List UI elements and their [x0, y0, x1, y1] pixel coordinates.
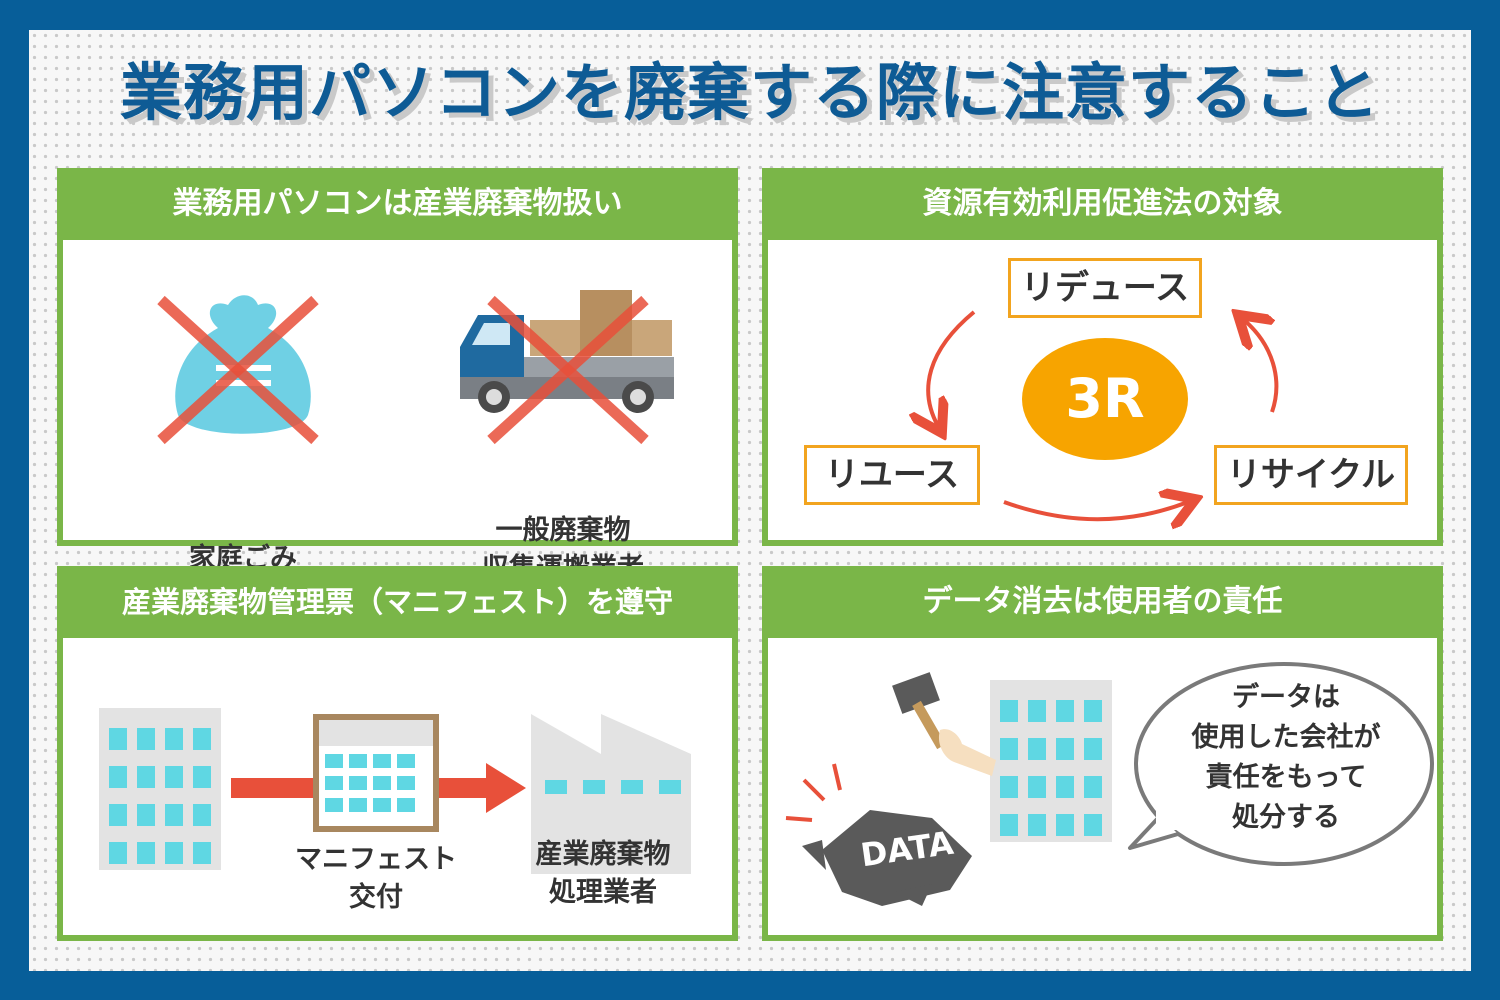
- panel-body: マニフェスト 交付 産業廃棄物 処理業者: [63, 638, 732, 935]
- page-title: 業務用パソコンを廃棄する際に注意すること: [119, 56, 1380, 129]
- bubble-line: 処分する: [1232, 802, 1340, 833]
- panel-header: 業務用パソコンは産業廃棄物扱い: [172, 186, 623, 221]
- panel-data-erasure: データ消去は使用者の責任 DATA: [762, 566, 1443, 941]
- arrow-right-icon: [231, 763, 526, 813]
- speech-bubble: [1128, 662, 1434, 866]
- cross-mark-icon: [157, 295, 319, 445]
- bubble-line: 責任をもって: [1205, 762, 1367, 793]
- label-line: マニフェスト: [295, 844, 457, 875]
- label-line: 一般廃棄物: [495, 515, 631, 546]
- arrow-reuse-to-recycle: [1003, 502, 1188, 519]
- broken-data-icon: [785, 763, 972, 906]
- 3r-badge: 3R: [1022, 338, 1188, 460]
- label-line: 交付: [349, 882, 403, 913]
- bubble-line: データは: [1232, 682, 1340, 713]
- panel-header: 資源有効利用促進法の対象: [922, 186, 1283, 221]
- label-line: 産業廃棄物: [535, 839, 671, 870]
- bubble-text: データは 使用した会社が 責任をもって 処分する: [1166, 678, 1406, 838]
- manifest-document-icon: [313, 714, 439, 832]
- label-line: 処理業者: [549, 877, 657, 908]
- arrow-reduce-to-reuse: [928, 310, 976, 426]
- panel-header: データ消去は使用者の責任: [922, 584, 1283, 619]
- panel-industrial-waste: 業務用パソコンは産業廃棄物扱い 家庭ごみ: [57, 168, 738, 584]
- panel-manifest: 産業廃棄物管理票（マニフェスト）を遵守: [57, 566, 738, 941]
- factory-icon: [531, 714, 691, 874]
- waste-processor-label: 産業廃棄物 処理業者: [518, 836, 688, 912]
- cross-mark-icon: [487, 295, 649, 445]
- bubble-line: 使用した会社が: [1191, 722, 1381, 753]
- panel-header: 産業廃棄物管理票（マニフェスト）を遵守: [121, 585, 673, 619]
- reuse-box: リユース: [804, 445, 980, 505]
- reduce-box: リデュース: [1008, 258, 1202, 318]
- hammer-icon: [892, 672, 996, 776]
- manifest-issue-label: マニフェスト 交付: [271, 841, 481, 917]
- cycle-arrows: [768, 240, 1279, 540]
- office-building-icon: [99, 708, 221, 870]
- recycle-box: リサイクル: [1214, 445, 1408, 505]
- arrow-recycle-to-reduce: [1244, 320, 1279, 413]
- panel-body: 家庭ごみ 一般廃棄物 収集運搬業者: [63, 240, 732, 584]
- panel-body: リデュース 3R リユース リサイクル: [768, 240, 1437, 540]
- panel-body: DATA データは 使用した会社が 責任をもって 処分する: [768, 638, 1437, 935]
- panel-recycling-law: 資源有効利用促進法の対象 リデュース 3R リユース リサイクル: [762, 168, 1443, 546]
- office-building-icon: [990, 680, 1112, 842]
